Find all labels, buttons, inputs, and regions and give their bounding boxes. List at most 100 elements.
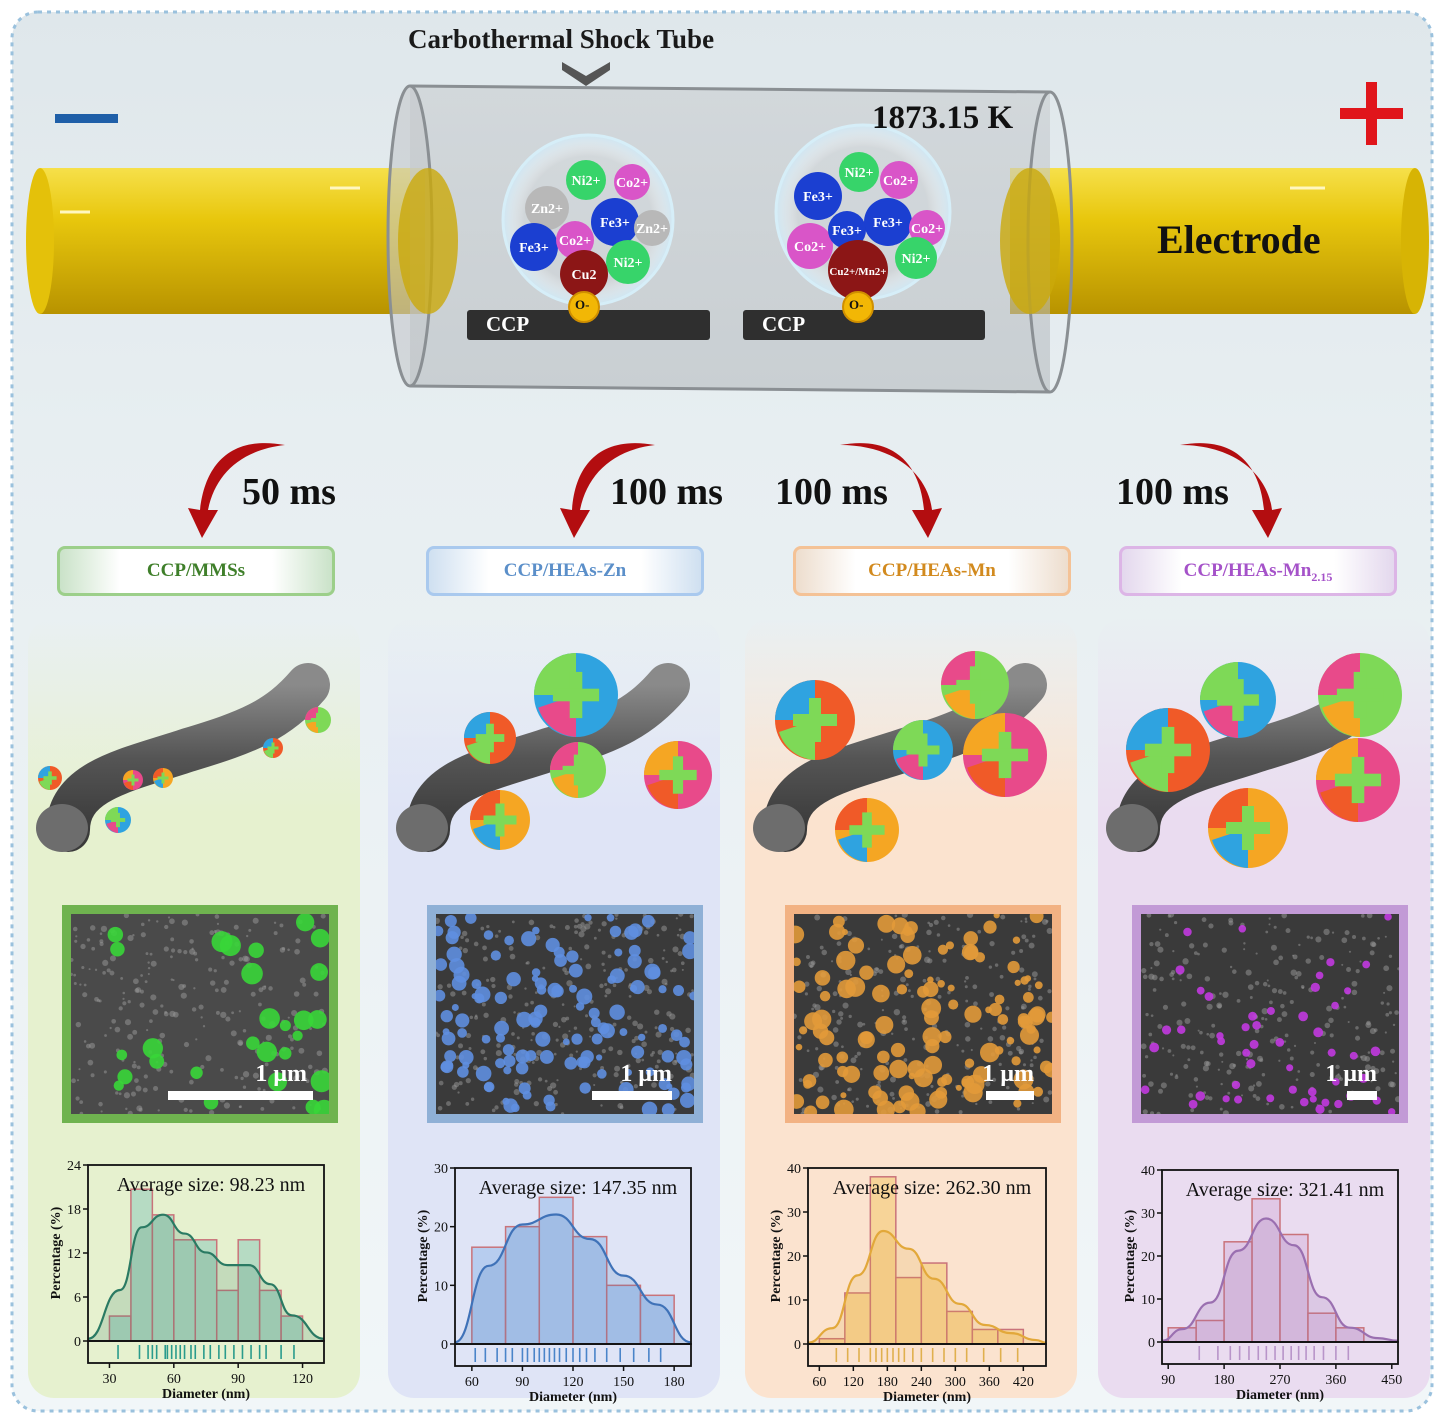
sem-particle: [939, 1030, 952, 1044]
sem-particle: [110, 941, 125, 957]
x-tick-label: 60: [465, 1375, 479, 1390]
sem-particle: [436, 958, 448, 971]
sem-particle: [107, 926, 124, 943]
sem-particle: [447, 925, 461, 939]
sem-particle: [597, 1069, 607, 1079]
y-tick-label: 20: [787, 1250, 801, 1265]
x-tick-label: 120: [563, 1375, 584, 1390]
sem-particle: [1177, 1025, 1186, 1034]
alloy-nanoparticle: [464, 712, 516, 764]
sem-particle: [1266, 1006, 1275, 1015]
sem-particle: [794, 1094, 805, 1109]
sem-particle: [446, 946, 462, 962]
sem-particle: [310, 963, 328, 981]
time-label-1: 50 ms: [242, 471, 336, 513]
sem-particle: [246, 1036, 260, 1051]
sem-particle: [847, 937, 865, 954]
density-curve: [807, 1229, 1047, 1344]
sem-particle: [504, 935, 514, 946]
y-tick-label: 10: [434, 1279, 448, 1294]
y-axis-label: Percentage (%): [1123, 1209, 1138, 1302]
sem-particle: [1298, 1011, 1309, 1022]
sem-particle: [502, 1044, 515, 1056]
sample-name-subscript: 2.15: [1311, 569, 1333, 584]
sem-particle: [1241, 1023, 1250, 1032]
sem-particle: [1013, 1069, 1034, 1090]
average-size-label: Average size: 98.23 nm: [117, 1174, 306, 1196]
sem-particle: [947, 984, 955, 992]
sem-particle: [436, 925, 444, 937]
time-label-2: 100 ms: [610, 471, 723, 513]
sem-micrograph: [71, 914, 329, 1114]
y-tick-label: 10: [1141, 1293, 1155, 1308]
sem-particle: [1248, 1011, 1258, 1021]
x-tick-label: 180: [1214, 1373, 1235, 1388]
sample-name-badge: CCP/MMSs: [57, 546, 335, 596]
ion-label: Co2+: [883, 174, 915, 189]
sem-particle: [502, 1097, 510, 1105]
sem-particle: [609, 1004, 625, 1020]
carbon-fiber: [406, 663, 690, 852]
sem-particle: [562, 1038, 570, 1046]
ion-label: Fe3+: [873, 216, 903, 231]
sem-particle: [1222, 1095, 1230, 1103]
sem-particle: [1249, 1039, 1259, 1049]
y-tick-label: 6: [74, 1291, 81, 1306]
sem-particle: [1384, 914, 1392, 921]
sem-particle: [113, 1080, 124, 1091]
ion-label: Zn2+: [531, 202, 563, 217]
sem-particle: [890, 1042, 906, 1058]
sem-particle: [606, 914, 615, 922]
sem-particle: [1007, 960, 1020, 974]
sem-particle: [868, 1085, 882, 1099]
ion-label: Co2+: [616, 176, 648, 191]
density-area: [88, 1214, 324, 1341]
ion-sphere: [614, 164, 650, 200]
sem-particle: [591, 1033, 603, 1045]
sem-particle: [571, 1033, 583, 1045]
sem-particle: [1315, 971, 1324, 980]
sem-particle: [1149, 1042, 1160, 1053]
sem-particle: [444, 914, 457, 927]
sem-particle: [1242, 1048, 1251, 1057]
sem-particle: [278, 1047, 292, 1060]
sem-particle: [190, 1066, 203, 1079]
sem-particle: [961, 943, 979, 961]
sem-micrograph: [794, 914, 1052, 1114]
sem-particle: [551, 984, 564, 998]
sem-particle: [1161, 1025, 1172, 1035]
sem-particle: [614, 948, 623, 957]
y-tick-label: 12: [67, 1247, 81, 1262]
sem-particle: [804, 1105, 818, 1114]
sem-particle: [948, 999, 959, 1010]
sem-particle: [815, 1095, 830, 1110]
sem-particle: [576, 988, 593, 1005]
alloy-nanoparticle: [38, 766, 62, 790]
sem-particle: [661, 1050, 675, 1063]
y-tick-label: 30: [1141, 1207, 1155, 1222]
fiber-particle-illustration: [36, 663, 331, 852]
alloy-nanoparticle: [1316, 738, 1400, 822]
sem-particle: [1309, 1095, 1317, 1103]
sem-particle: [945, 941, 954, 950]
ion-label: Co2+: [559, 234, 591, 249]
shock-tube-illustration: Ni2+Co2+Zn2+Fe3+Zn2+Fe3+Co2+Ni2+Cu2 Ni2+…: [26, 62, 1429, 394]
sem-particle: [1370, 1046, 1381, 1057]
sem-particle: [474, 993, 485, 1004]
sem-particle: [483, 930, 494, 940]
ion-sphere: [828, 211, 866, 249]
y-tick-label: 0: [74, 1335, 81, 1350]
sem-particle: [510, 1103, 520, 1113]
ion-label: Fe3+: [519, 241, 549, 256]
x-tick-label: 30: [102, 1372, 116, 1387]
sem-particle: [679, 1092, 694, 1108]
sem-particle: [795, 1043, 803, 1051]
sem-particle: [1326, 958, 1335, 967]
sem-particle: [794, 957, 801, 967]
sem-particle: [503, 1054, 516, 1068]
alloy-nanoparticle: [1318, 653, 1402, 737]
sem-particle: [142, 1038, 163, 1059]
sem-particle: [1331, 1001, 1339, 1010]
ion-sphere: [895, 237, 937, 279]
sem-particle: [259, 1008, 280, 1029]
